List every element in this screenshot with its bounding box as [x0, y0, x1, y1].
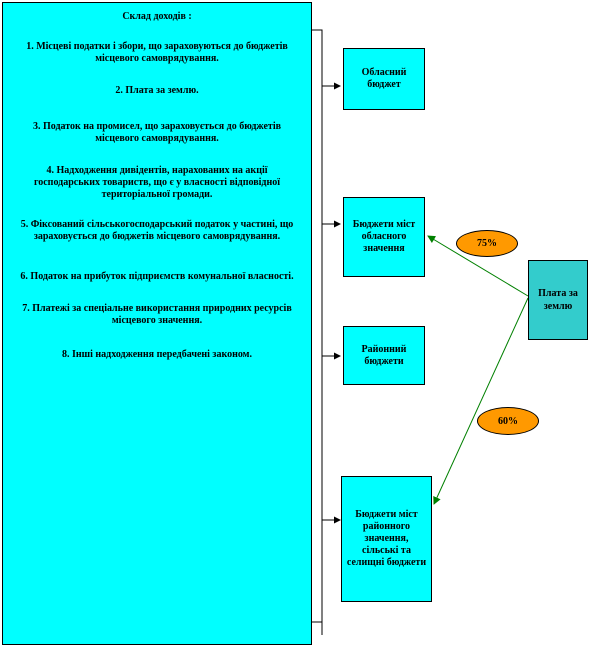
green-arrow-60 — [433, 297, 529, 505]
source-item-6: 6. Податок на прибуток підприємств комун… — [20, 271, 294, 282]
source-item-8: 8. Інші надходження передбачені законом. — [62, 349, 252, 360]
source-item-7: 7. Платежі за спеціальне використання пр… — [22, 303, 292, 326]
source-item-5: 5. Фіксований сільськогосподарський пода… — [20, 219, 294, 242]
revenue-sources-panel: Склад доходів : 1. Місцеві податки і збо… — [2, 2, 312, 645]
bracket-line — [312, 29, 323, 623]
percentage-60: 60% — [477, 407, 539, 435]
source-item-2: 2. Плата за землю. — [115, 85, 199, 96]
target-city-oblast-budgets: Бюджети міст обласного значення — [343, 197, 425, 277]
land-payment-box: Плата за землю — [528, 260, 588, 340]
percentage-75: 75% — [456, 230, 518, 257]
green-arrow-75 — [427, 235, 529, 297]
target-oblast-budget: Обласний бюджет — [343, 48, 425, 110]
source-item-4: 4. Надходження дивідентів, нарахованих н… — [33, 165, 281, 200]
target-city-raion-village-budgets: Бюджети міст районного значення, сільськ… — [341, 476, 432, 602]
sources-title: Склад доходів : — [122, 11, 192, 22]
target-raion-budget: Районний бюджети — [343, 326, 425, 385]
source-item-3: 3. Податок на промисел, що зараховується… — [32, 121, 282, 144]
source-item-1: 1. Місцеві податки і збори, що зараховую… — [26, 41, 288, 64]
